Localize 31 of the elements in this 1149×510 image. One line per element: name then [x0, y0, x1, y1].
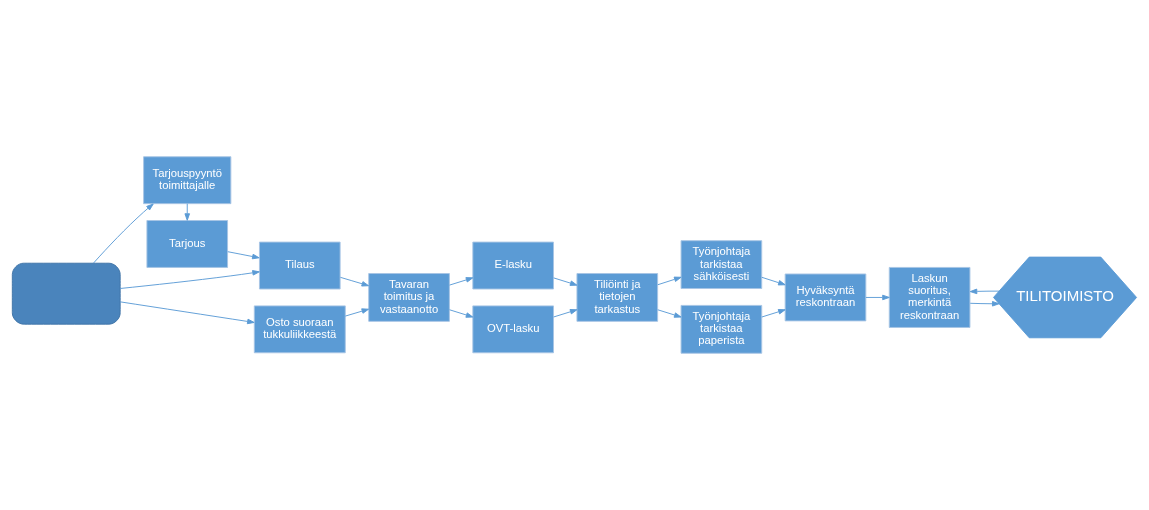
arrow — [969, 288, 1000, 295]
arrow — [553, 309, 578, 318]
node-box: Laskun suoritus, merkintä reskontraan — [888, 266, 971, 328]
node-box: Osto suoraan tukkuliikkeestä — [253, 305, 346, 354]
node-box: Tavaran toimitus ja vastaanotto — [368, 273, 450, 322]
arrow — [344, 308, 370, 317]
node-box: Tarjous — [146, 220, 229, 268]
node-box: Hyväksyntä reskontraan — [784, 273, 867, 322]
node-box: Tarjouspyyntö toimittajalle — [143, 156, 232, 205]
arrow — [184, 203, 190, 221]
arrow — [227, 251, 260, 260]
arrow — [553, 277, 578, 286]
node-box: Tilaus — [259, 241, 341, 290]
arrow — [339, 276, 370, 287]
node-box: E-lasku — [472, 241, 554, 290]
arrow — [969, 301, 1000, 307]
arrow — [761, 276, 786, 286]
node-box — [11, 262, 121, 325]
arrow — [657, 309, 682, 318]
arrow — [449, 277, 474, 286]
arrow — [119, 270, 260, 289]
node-box: Työnjohtaja tarkistaa paperista — [680, 304, 763, 354]
node-box: Tiliöinti ja tietojen tarkastus — [576, 273, 659, 322]
node-box: Työnjohtaja tarkistaa sähköisesti — [680, 240, 763, 289]
arrow — [865, 294, 890, 301]
arrow — [93, 203, 154, 264]
arrow — [449, 309, 474, 318]
arrow — [761, 309, 786, 318]
node-box: OVT-lasku — [472, 305, 554, 354]
arrow — [119, 301, 255, 325]
arrow — [657, 276, 682, 286]
